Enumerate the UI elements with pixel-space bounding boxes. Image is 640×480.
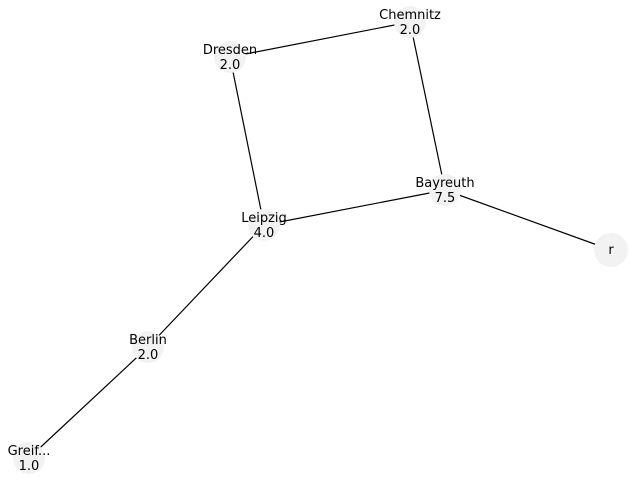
node-value: 7.5 [435, 191, 456, 206]
node-circle [429, 174, 461, 206]
edge-bayreuth-r [444, 189, 612, 251]
node-circle [13, 442, 45, 474]
edge-leipzig-bayreuth [263, 189, 446, 226]
node-value: 4.0 [254, 226, 275, 241]
node-value: 2.0 [138, 348, 159, 363]
node-label: Leipzig [241, 211, 287, 226]
node-circle [132, 331, 164, 363]
edge-leipzig-berlin [147, 224, 265, 348]
node-label: Dresden [203, 43, 257, 58]
node-circle [248, 209, 280, 241]
node-circle [394, 6, 426, 38]
node-value: 1.0 [19, 459, 40, 474]
node-label: r [608, 243, 614, 258]
nodes-layer: Chemnitz2.0Dresden2.0Bayreuth7.5Leipzig4… [8, 6, 628, 474]
node-label: Greif... [8, 444, 51, 459]
node-circle [214, 41, 246, 73]
edge-chemnitz-bayreuth [409, 21, 446, 191]
node-label: Berlin [129, 333, 167, 348]
node-circle [594, 233, 628, 267]
node-greif[interactable]: Greif...1.0 [8, 442, 51, 474]
node-r[interactable]: r [594, 233, 628, 267]
edge-dresden-leipzig [229, 56, 265, 226]
node-label: Bayreuth [415, 176, 474, 191]
edges-layer [28, 21, 612, 459]
node-label: Chemnitz [379, 8, 441, 23]
edge-dresden-chemnitz [229, 21, 411, 58]
edge-berlin-greif [28, 346, 149, 459]
node-value: 2.0 [400, 23, 421, 38]
node-value: 2.0 [220, 58, 241, 73]
